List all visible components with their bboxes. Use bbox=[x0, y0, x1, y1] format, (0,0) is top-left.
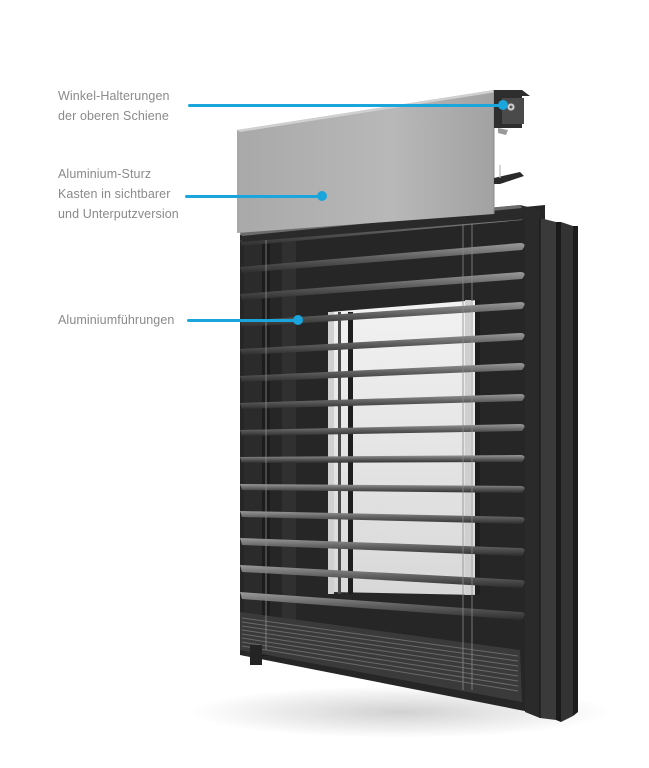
callout-label-line: der oberen Schiene bbox=[58, 109, 169, 123]
callout-label-line: Kasten in sichtbarer bbox=[58, 187, 171, 201]
slat bbox=[240, 302, 525, 327]
slat bbox=[240, 565, 525, 588]
callout-label-line: und Unterputzversion bbox=[58, 207, 179, 221]
callout-label-line: Aluminium-Sturz bbox=[58, 167, 152, 181]
slat bbox=[240, 394, 525, 409]
slat bbox=[240, 333, 525, 355]
slat bbox=[240, 243, 525, 273]
slat bbox=[240, 511, 525, 524]
slat bbox=[240, 455, 525, 463]
slat bbox=[240, 363, 525, 382]
slat bbox=[240, 272, 525, 300]
callout-leader-mounting-brackets bbox=[188, 104, 506, 107]
mounting-bracket bbox=[494, 90, 530, 135]
callout-marker-guide-rails bbox=[293, 315, 303, 325]
lift-cords bbox=[265, 212, 473, 690]
callout-marker-head-box bbox=[317, 191, 327, 201]
slat bbox=[240, 538, 525, 556]
callout-label-mounting-brackets: Winkel-Halterungen der oberen Schiene bbox=[58, 86, 170, 126]
slat bbox=[240, 424, 525, 436]
guide-rail-right bbox=[525, 215, 578, 722]
callout-label-line: Winkel-Halterungen bbox=[58, 89, 170, 103]
lower-bracket bbox=[494, 165, 524, 184]
callout-label-line: Aluminiumführungen bbox=[58, 313, 175, 327]
callout-label-head-box: Aluminium-Sturz Kasten in sichtbarer und… bbox=[58, 164, 179, 224]
slat bbox=[240, 592, 525, 620]
slat bbox=[240, 484, 525, 493]
callout-leader-guide-rails bbox=[187, 319, 297, 322]
head-box bbox=[237, 90, 497, 233]
callout-leader-head-box bbox=[185, 195, 320, 198]
callout-label-guide-rails: Aluminiumführungen bbox=[58, 310, 174, 330]
callout-marker-mounting-brackets bbox=[498, 100, 508, 110]
